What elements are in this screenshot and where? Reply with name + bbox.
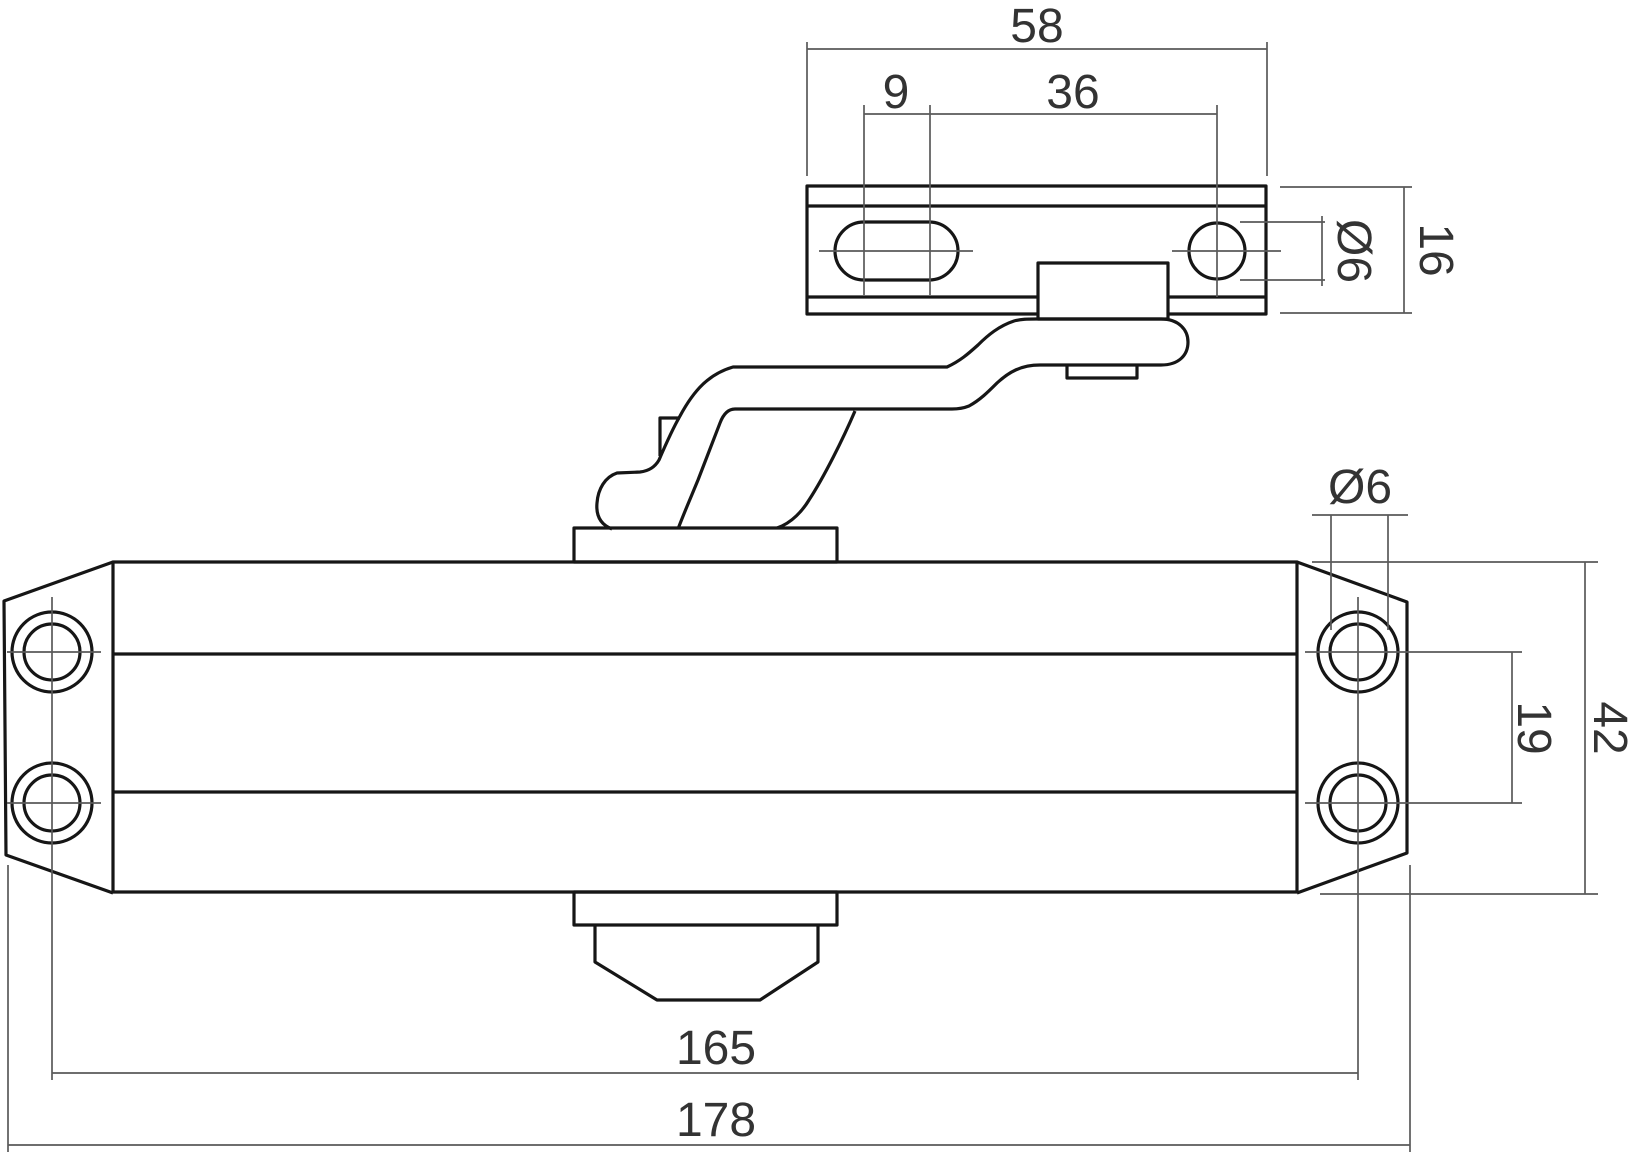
main-arm-outline xyxy=(595,317,1190,531)
arm-notch xyxy=(658,416,680,456)
forearm-link-edge xyxy=(776,410,857,530)
centerlines xyxy=(7,105,1522,1080)
dim-label-body-hole-diameter: Ø6 xyxy=(1328,461,1392,514)
bottom-boss-plate xyxy=(572,890,839,927)
dim-label-overall-length: 178 xyxy=(676,1094,756,1147)
dimension-annotations: 58 9 36 Ø6 16 Ø6 19 42 165 xyxy=(7,0,1636,1152)
body-outline xyxy=(111,560,1299,894)
top-mounting-plate xyxy=(805,184,1268,321)
spindle-pedestal xyxy=(572,526,839,564)
dim-label-plate-width: 58 xyxy=(1010,0,1063,53)
dim-label-mounting-hole-span: 165 xyxy=(676,1022,756,1075)
body-left-cap xyxy=(2,560,114,895)
dim-label-body-hole-spacing: 19 xyxy=(1507,701,1560,754)
body-right-cap xyxy=(1296,560,1409,895)
arm-assembly xyxy=(595,317,1190,531)
dim-label-hole-spacing: 36 xyxy=(1046,66,1099,119)
closer-body xyxy=(2,526,1409,1002)
arm-pivot-block xyxy=(1036,261,1170,321)
dim-label-plate-height: 16 xyxy=(1409,223,1462,276)
dim-label-body-height: 42 xyxy=(1583,701,1636,754)
dim-label-slot-length: 9 xyxy=(883,66,910,119)
arm-cap-tab xyxy=(1065,365,1139,380)
dim-label-plate-hole-diameter: Ø6 xyxy=(1327,219,1380,283)
pinion-boss xyxy=(593,925,820,1002)
